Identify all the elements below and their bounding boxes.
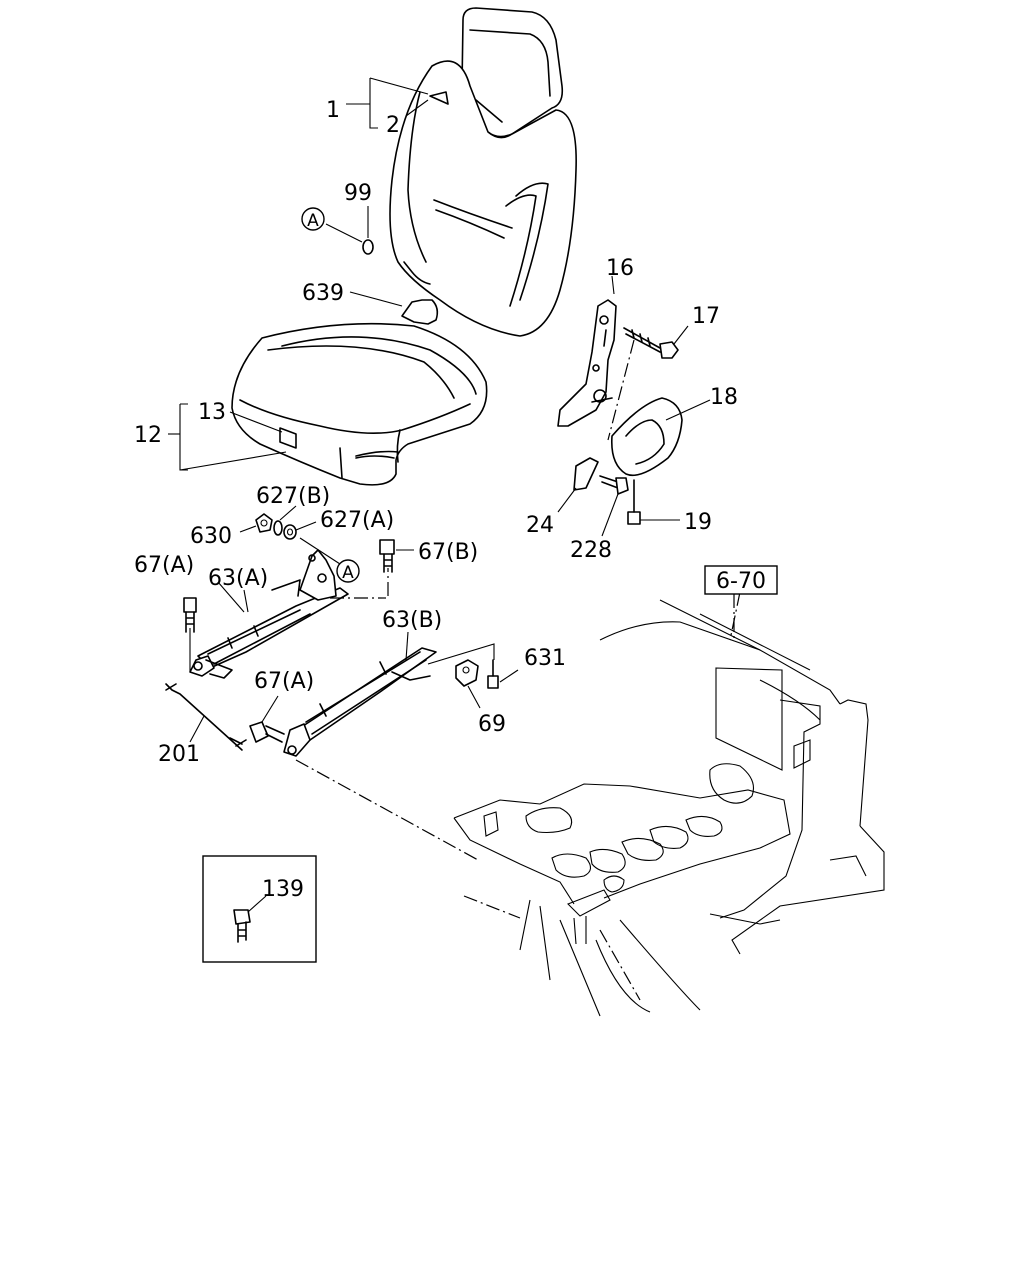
seat-cushion <box>231 322 488 486</box>
nut-630 <box>239 513 273 533</box>
callout-69: 69 <box>478 712 506 737</box>
bolt-631 <box>487 659 519 689</box>
callout-12: 12 <box>134 423 162 448</box>
callout-639: 639 <box>302 281 344 306</box>
callout-67a-bottom: 67(A) <box>254 669 314 694</box>
washer-627b <box>273 505 297 536</box>
callout-leaders <box>168 77 735 640</box>
callout-201: 201 <box>158 742 200 767</box>
svg-text:A: A <box>307 211 319 231</box>
bolt-67a-bottom <box>249 695 285 743</box>
circled-marker-a-top: A <box>301 207 325 231</box>
callout-630: 630 <box>190 524 232 549</box>
callout-2: 2 <box>386 113 400 138</box>
callout-17: 17 <box>692 304 720 329</box>
hinge-bracket-16 <box>557 275 635 441</box>
callout-627b: 627(B) <box>256 484 330 509</box>
pin-24 <box>557 457 599 513</box>
cab-floor <box>453 591 885 1017</box>
callout-18: 18 <box>710 385 738 410</box>
reference-box-label: 6-70 <box>716 569 766 594</box>
callout-16: 16 <box>606 256 634 281</box>
svg-text:A: A <box>342 563 354 583</box>
callout-631: 631 <box>524 646 566 671</box>
callout-1: 1 <box>326 98 340 123</box>
callout-63a: 63(A) <box>208 566 268 591</box>
callout-24: 24 <box>526 513 554 538</box>
slide-rail-63a <box>189 549 349 679</box>
cover-18 <box>610 397 711 477</box>
nut-69 <box>455 659 481 709</box>
bolt-228 <box>599 475 629 537</box>
callout-67a-top: 67(A) <box>134 553 194 578</box>
screw-19 <box>627 479 680 525</box>
circled-marker-a-mid: A <box>336 559 360 583</box>
bolt-67a-top <box>183 597 197 633</box>
callout-228: 228 <box>570 538 612 563</box>
callout-63b: 63(B) <box>382 608 442 633</box>
inset-box-139: 139 <box>202 855 317 963</box>
callout-67b: 67(B) <box>418 540 478 565</box>
washer-99 <box>325 206 374 255</box>
bolt-67b <box>379 539 414 573</box>
reference-box-6-70: 6-70 <box>704 565 778 595</box>
callout-labels: 1 2 99 639 16 17 18 13 12 24 228 19 627(… <box>134 98 738 767</box>
callout-99: 99 <box>344 181 372 206</box>
callout-627a: 627(A) <box>320 508 394 533</box>
callout-13: 13 <box>198 400 226 425</box>
bolt-17 <box>623 325 689 359</box>
inset-box-label: 139 <box>262 877 304 902</box>
cable-201 <box>165 683 247 751</box>
slide-rail-63b <box>283 631 437 757</box>
clip-639 <box>349 291 439 325</box>
callout-19: 19 <box>684 510 712 535</box>
washer-627a <box>283 521 317 540</box>
seat-back <box>389 7 577 337</box>
